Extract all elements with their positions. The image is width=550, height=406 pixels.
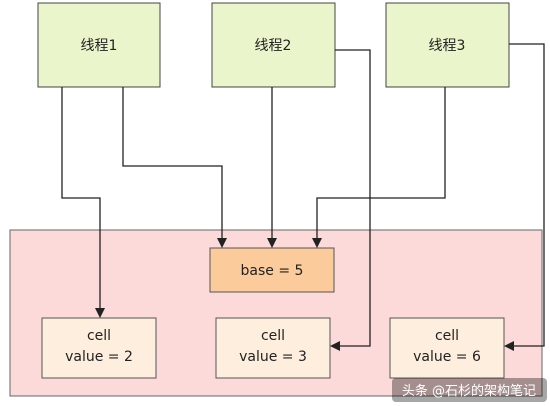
watermark: 头条 @石杉的架构笔记	[392, 378, 547, 402]
cell-1-title: cell	[87, 328, 111, 344]
base-box: base = 5	[209, 247, 335, 293]
cell-3-value: value = 6	[413, 349, 481, 365]
arrow-thread3-to-base	[312, 87, 446, 248]
cell-box-3: cell value = 6	[389, 317, 505, 379]
arrow-thread1-to-base	[122, 87, 227, 248]
cell-box-2: cell value = 3	[215, 317, 331, 379]
watermark-text: 头条 @石杉的架构笔记	[402, 383, 536, 399]
cell-box-1: cell value = 2	[41, 317, 157, 379]
base-label: base = 5	[241, 263, 304, 279]
thread-label-3: 线程3	[429, 38, 466, 54]
cell-2-title: cell	[261, 328, 285, 344]
thread-label-1: 线程1	[81, 38, 118, 54]
thread-box-2: 线程2	[211, 2, 336, 88]
cell-2-value: value = 3	[239, 349, 307, 365]
cell-1-value: value = 2	[65, 349, 133, 365]
arrow-thread3-to-cell3	[504, 43, 545, 351]
thread-box-1: 线程1	[37, 2, 161, 88]
thread-box-3: 线程3	[385, 2, 510, 88]
arrow-thread1-to-cell1	[61, 87, 105, 318]
cell-3-title: cell	[435, 328, 459, 344]
thread-label-2: 线程2	[255, 38, 292, 54]
